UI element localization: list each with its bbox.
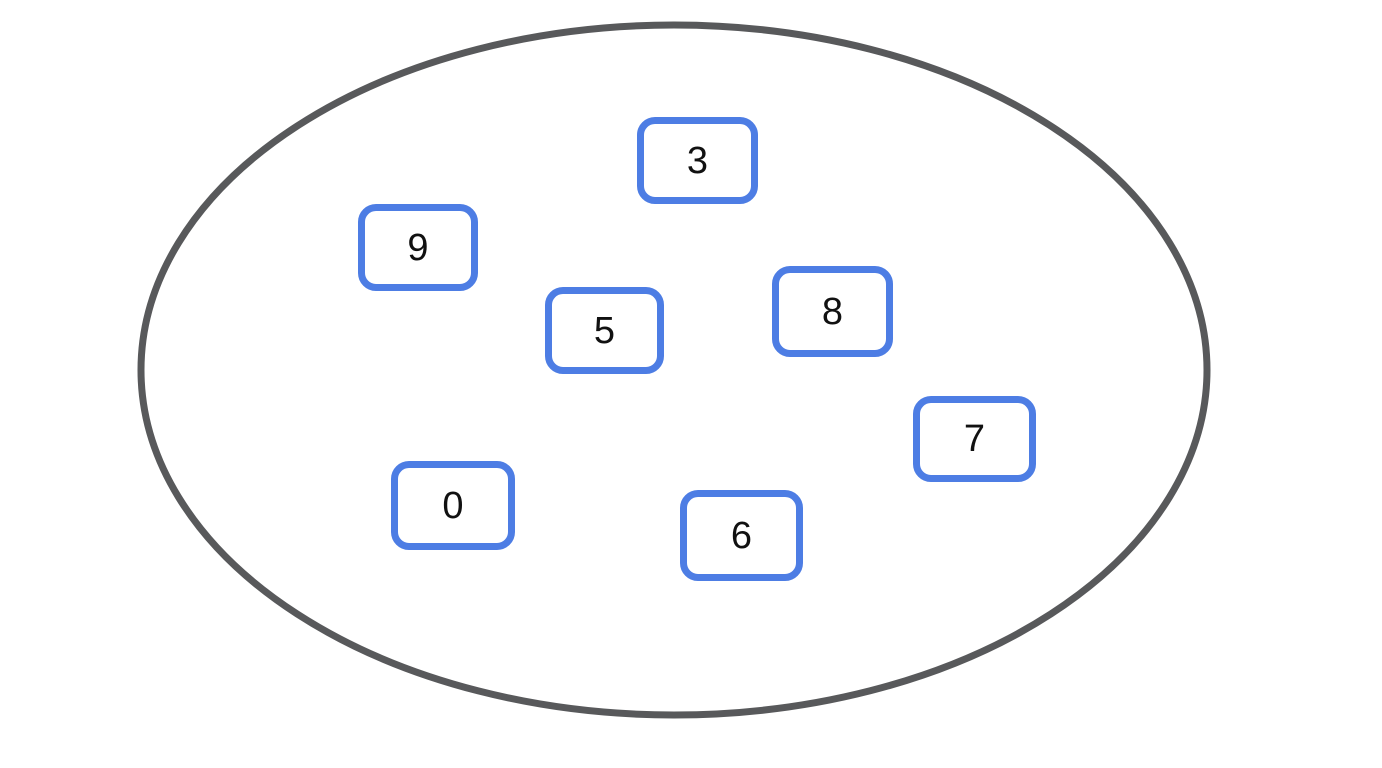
number-card-0[interactable]: 0 xyxy=(391,461,515,550)
number-card-8[interactable]: 8 xyxy=(772,266,893,357)
card-number-label: 0 xyxy=(442,484,464,527)
card-number-label: 7 xyxy=(963,418,986,460)
number-card-7[interactable]: 7 xyxy=(913,396,1036,482)
number-card-9[interactable]: 9 xyxy=(358,204,478,291)
card-number-label: 8 xyxy=(821,290,844,333)
number-card-6[interactable]: 6 xyxy=(680,490,803,581)
card-number-label: 3 xyxy=(686,139,709,182)
set-oval-ellipse xyxy=(137,21,1211,719)
card-number-label: 9 xyxy=(407,226,429,269)
card-number-label: 6 xyxy=(730,514,753,557)
number-card-3[interactable]: 3 xyxy=(637,117,758,204)
number-card-5[interactable]: 5 xyxy=(545,287,664,374)
card-number-label: 5 xyxy=(593,309,616,352)
